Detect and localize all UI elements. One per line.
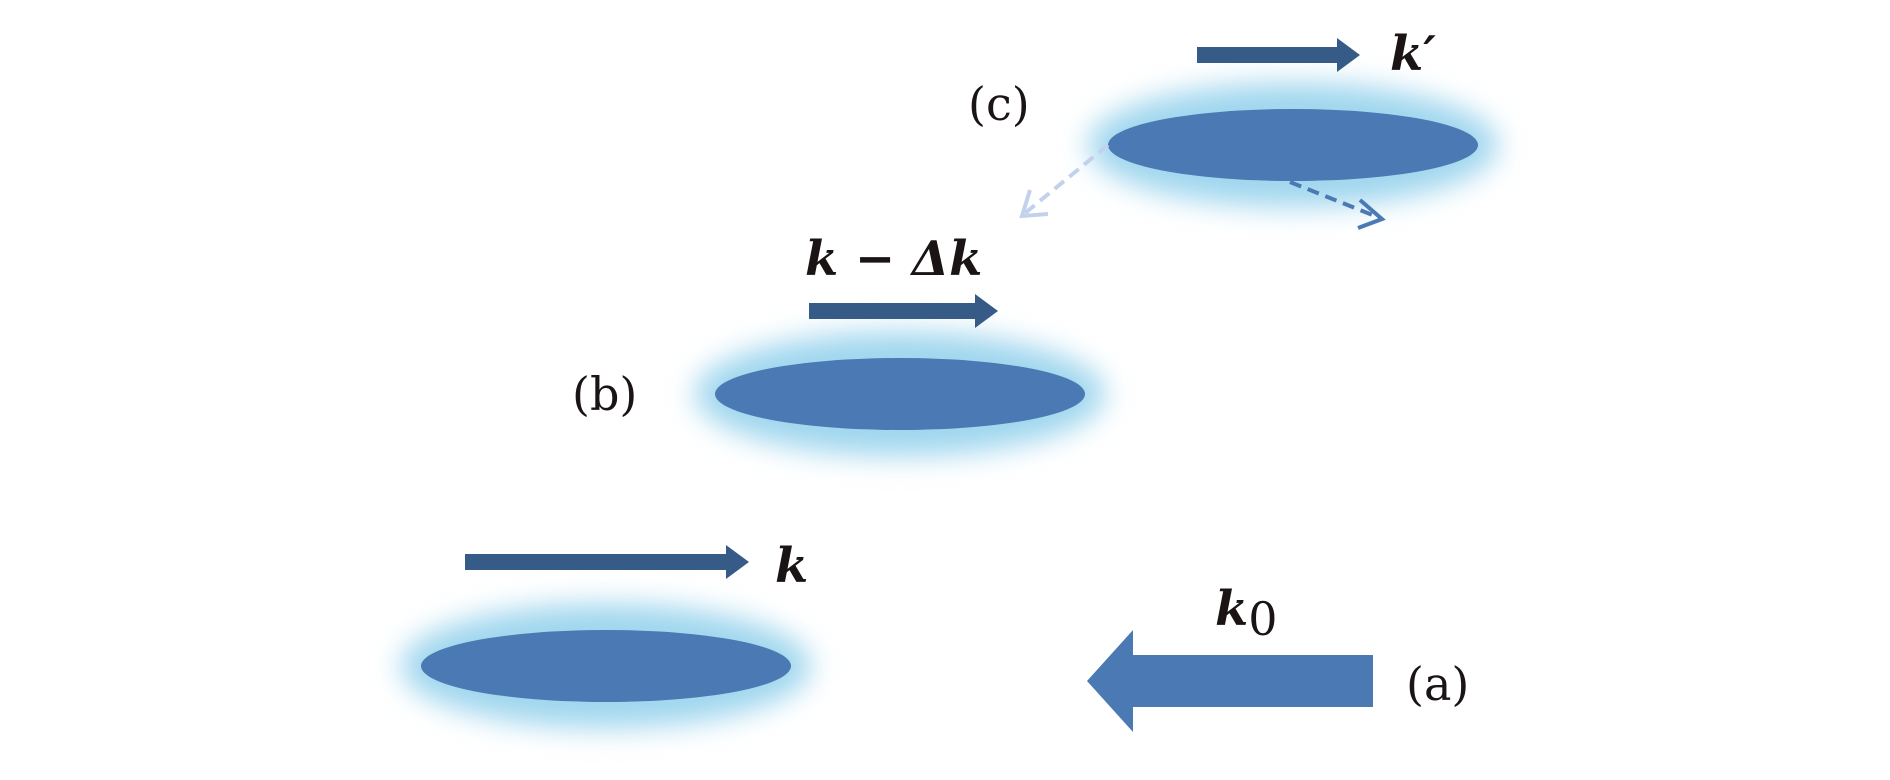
label-c: (c)	[968, 77, 1030, 131]
label-k0-base: k	[1215, 581, 1248, 637]
label-a: (a)	[1406, 657, 1469, 711]
arrow-k0	[1087, 630, 1373, 732]
label-k0-subscript: 0	[1248, 592, 1277, 646]
label-k: k	[775, 538, 808, 594]
label-k-prime: k′	[1390, 26, 1436, 82]
label-k-minus-dk: k − Δk	[805, 231, 982, 287]
arrow-k	[465, 545, 749, 579]
dashed-arrow-scatter-forward	[1289, 180, 1386, 230]
arrow-k-minus-dk	[809, 294, 998, 328]
ellipse-a	[421, 630, 791, 702]
ellipse-b	[715, 358, 1085, 430]
arrow-k-prime	[1197, 38, 1360, 72]
dashed-arrow-scatter-back	[1019, 143, 1110, 219]
label-k0: k0	[1215, 581, 1278, 646]
label-b: (b)	[572, 367, 637, 421]
ellipse-c	[1108, 109, 1478, 181]
